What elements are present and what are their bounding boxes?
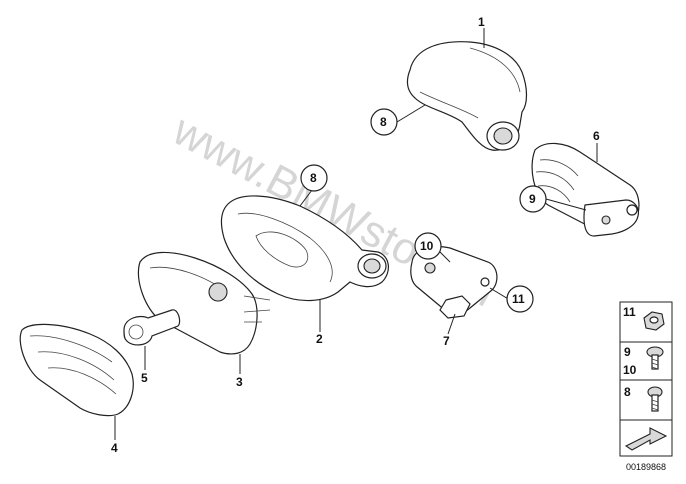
callout-11: 11 xyxy=(506,285,534,313)
callout-8a: 8 xyxy=(370,108,398,136)
callout-3-label: 3 xyxy=(236,375,243,389)
nut-icon xyxy=(643,311,665,331)
callout-8a-label: 8 xyxy=(380,115,387,129)
callout-5-label: 5 xyxy=(141,371,148,385)
legend-row-1-label: 11 xyxy=(623,305,636,319)
callout-8b-label: 8 xyxy=(310,171,317,185)
callout-2: 2 xyxy=(316,332,323,346)
part-1-cover xyxy=(406,41,528,151)
callout-9-label: 9 xyxy=(529,192,536,206)
screw-icon xyxy=(646,346,664,370)
callout-1-label: 1 xyxy=(478,15,485,29)
callout-8b: 8 xyxy=(300,164,328,192)
legend-row-2a-label: 9 xyxy=(624,345,631,359)
arrow-icon xyxy=(624,427,668,451)
callout-4-label: 4 xyxy=(111,441,118,455)
part-4-lens xyxy=(19,323,134,417)
legend-row-2b-label: 10 xyxy=(623,363,637,377)
callout-10: 10 xyxy=(414,232,442,260)
part-5-bulb xyxy=(123,309,181,346)
callout-6: 6 xyxy=(593,129,600,143)
part-2-housing xyxy=(220,195,389,302)
part-3-reflector xyxy=(137,251,271,355)
fastener-legend: 11 9 10 8 xyxy=(619,301,673,457)
callout-3: 3 xyxy=(236,375,243,389)
callout-7-label: 7 xyxy=(443,334,450,348)
callout-10-label: 10 xyxy=(420,239,434,253)
callout-6-label: 6 xyxy=(593,129,600,143)
callout-9: 9 xyxy=(519,185,547,213)
callout-5: 5 xyxy=(141,371,148,385)
callout-4: 4 xyxy=(111,441,118,455)
callout-7: 7 xyxy=(443,334,450,348)
reference-number: 00189868 xyxy=(626,462,666,472)
legend-row-3-label: 8 xyxy=(624,385,631,399)
callout-11-label: 11 xyxy=(512,292,525,306)
callout-2-label: 2 xyxy=(316,332,323,346)
bolt-icon xyxy=(647,386,663,412)
callout-1: 1 xyxy=(478,15,485,29)
part-6-stalk xyxy=(531,142,640,237)
